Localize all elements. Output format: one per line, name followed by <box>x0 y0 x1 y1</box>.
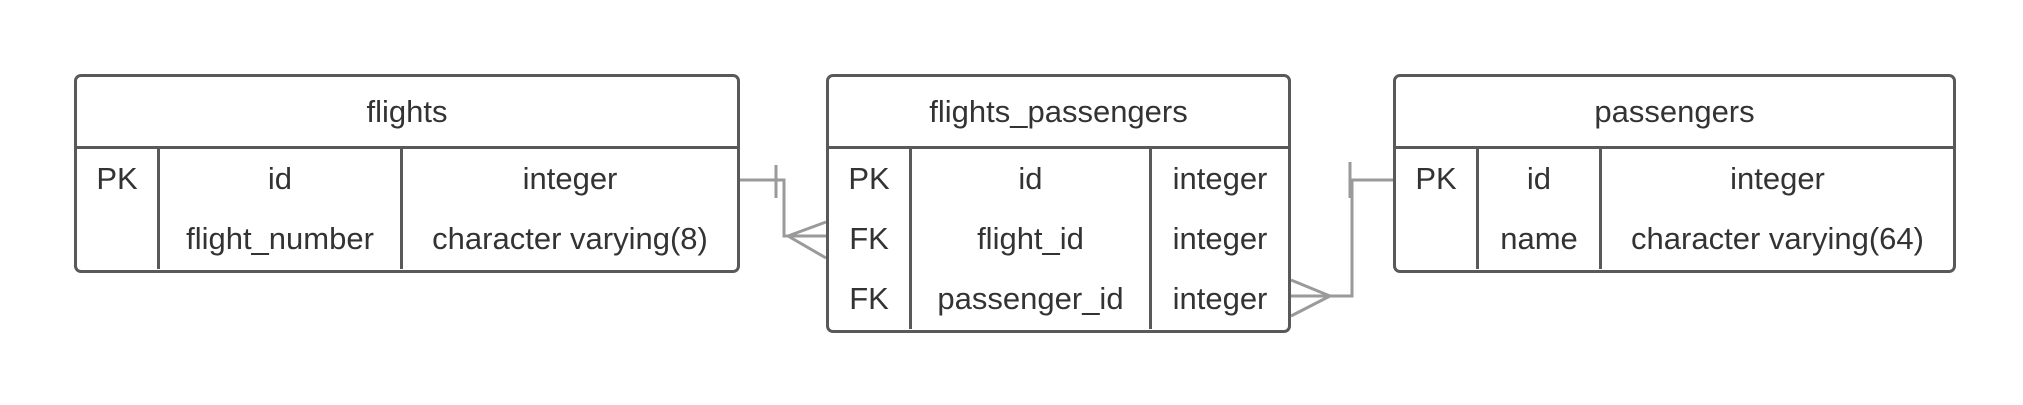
entity-title: flights_passengers <box>829 77 1288 149</box>
column-type-cell: integer <box>1172 161 1268 196</box>
key-cell: PK <box>77 149 160 209</box>
column-name-cell: flight_id <box>912 209 1152 269</box>
many-marker-passengers-top <box>1290 278 1331 298</box>
relationship-passengers-to-flights-passengers <box>1290 162 1393 318</box>
entity-columns: PK id integer name character varying(64) <box>1396 149 1953 269</box>
column-type-cell: integer <box>1172 221 1268 256</box>
column-type-cell: character varying(64) <box>1631 221 1924 256</box>
key-cell: PK <box>829 149 912 209</box>
connector-line-flights <box>740 178 826 238</box>
key-cell <box>77 209 160 269</box>
many-marker-flights-passengers-bottom <box>787 234 827 260</box>
column-name-cell: id <box>912 149 1152 209</box>
key-cell: FK <box>829 209 912 269</box>
entity-title: passengers <box>1396 77 1953 149</box>
relationship-flights-to-flights-passengers <box>740 165 827 260</box>
column-name-cell: id <box>160 149 403 209</box>
column-name-cell: name <box>1479 209 1602 269</box>
column-name-cell: passenger_id <box>912 269 1152 329</box>
column-name-cell: flight_number <box>160 209 403 269</box>
column-type-cell: integer <box>1172 281 1268 316</box>
many-marker-flights-passengers-top <box>787 220 827 238</box>
entity-flights-passengers[interactable]: flights_passengers PK id integer FK flig… <box>826 74 1291 333</box>
entity-passengers[interactable]: passengers PK id integer name character … <box>1393 74 1956 273</box>
entity-title: flights <box>77 77 737 149</box>
many-marker-passengers-bottom <box>1290 294 1331 318</box>
key-cell <box>1396 209 1479 269</box>
column-type-cell: character varying(8) <box>432 221 708 256</box>
connector-line-passengers <box>1291 178 1393 298</box>
key-cell: PK <box>1396 149 1479 209</box>
column-type-cell: integer <box>522 161 618 196</box>
column-type-cell: integer <box>1730 161 1825 196</box>
key-cell: FK <box>829 269 912 329</box>
entity-columns: PK id integer FK flight_id integer FK pa… <box>829 149 1288 329</box>
column-name-cell: id <box>1479 149 1602 209</box>
entity-flights[interactable]: flights PK id integer flight_number char… <box>74 74 740 273</box>
entity-columns: PK id integer flight_number character va… <box>77 149 737 269</box>
